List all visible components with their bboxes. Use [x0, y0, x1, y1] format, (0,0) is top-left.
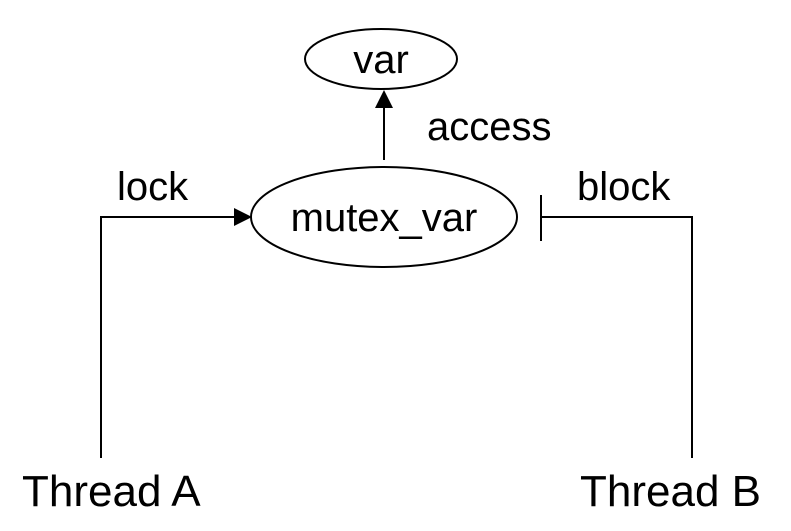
- block-label: block: [577, 165, 671, 209]
- lock-edge-line: [100, 216, 236, 458]
- access-arrowhead: [375, 90, 393, 108]
- thread-a-label: Thread A: [22, 467, 201, 516]
- var-node-label: var: [353, 38, 409, 82]
- var-node-shape: [304, 28, 458, 90]
- access-edge: access: [375, 90, 552, 160]
- var-node: var: [304, 28, 458, 90]
- access-label: access: [427, 105, 552, 149]
- lock-edge: lock: [100, 165, 252, 458]
- thread-b-label: Thread B: [580, 467, 761, 516]
- lock-arrowhead: [234, 208, 252, 226]
- block-edge-line: [541, 216, 693, 458]
- block-edge: block: [540, 165, 693, 458]
- mutex-var-node-label: mutex_var: [291, 196, 478, 240]
- lock-label: lock: [117, 165, 189, 209]
- mutex-var-node: mutex_var: [250, 166, 518, 268]
